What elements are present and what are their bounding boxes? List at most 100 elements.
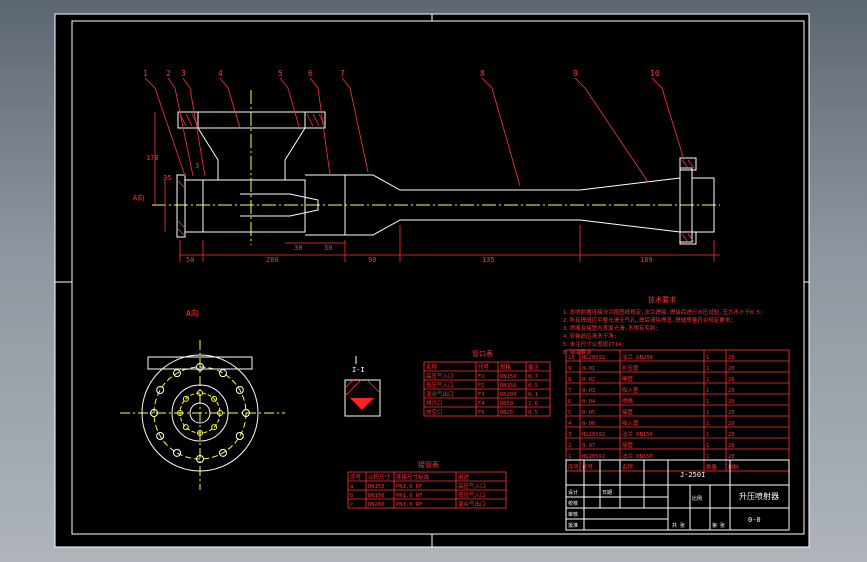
scale-label: 比例	[692, 495, 702, 502]
tech-req-title: 技术要求	[648, 295, 676, 304]
bom-cell: 20	[728, 432, 735, 438]
dim-30: 30	[294, 244, 302, 252]
dim-135: 135	[482, 256, 495, 264]
nozzle-table-cell: F5	[478, 410, 485, 416]
bore-circle	[189, 402, 211, 424]
diffuser	[579, 177, 681, 233]
nozzle-table-cell: 1.6	[528, 401, 538, 407]
end-view-a: A向	[120, 308, 285, 490]
part-label: 7	[340, 69, 345, 78]
bom-cell: 20	[728, 443, 735, 449]
bolt-hole	[211, 424, 218, 431]
dim-286: 286	[266, 256, 279, 264]
bom-cell: 6	[568, 399, 571, 405]
bolt-hole	[197, 390, 203, 396]
nozzle-table-cell: F3	[478, 392, 485, 398]
bom-cell: 20	[728, 366, 735, 372]
bom-cell: 代号	[582, 463, 594, 471]
part-label: 3	[181, 69, 186, 78]
bom-cell: 1	[706, 377, 709, 383]
right-flange-hatching	[681, 159, 695, 243]
drawing-sheet	[55, 14, 809, 547]
bom-cell: 接管	[622, 408, 634, 416]
technical-requirements: 技术要求 1.本喷射器连接法兰按图纸规定,法兰焊接,焊接后进行水压试验,压力不小…	[563, 295, 763, 356]
bom-frame	[565, 349, 790, 472]
bom-cell: 3	[568, 432, 571, 438]
bolt-hole	[235, 432, 244, 440]
tb-label: 共 张	[672, 522, 685, 529]
bom-cell: 20	[728, 355, 735, 361]
bolt-circle	[153, 366, 247, 460]
nozzle-table-cell: 代号	[478, 363, 490, 371]
connection-table-cell: 公称尺寸	[368, 473, 391, 481]
bom-cell: HG20592	[582, 454, 605, 460]
main-section-view: 1 2 3 4 5 6 7 8 9 10 50 286 90 135 189 3…	[133, 69, 720, 264]
dim-189: 189	[640, 256, 653, 264]
bolt-hole	[235, 386, 244, 394]
part-number-labels: 1 2 3 4 5 6 7 8 9 10	[143, 69, 660, 78]
converging-section	[345, 174, 430, 236]
section-hatching	[344, 379, 381, 397]
tb-label: 校核	[568, 500, 578, 507]
part-label: 2	[166, 69, 171, 78]
bom-cell: 0-04	[582, 399, 596, 405]
bom-cell: 20	[728, 421, 735, 427]
outer-bolt-holes	[150, 363, 250, 463]
part-label: 1	[143, 69, 148, 78]
title-block-frame	[565, 459, 790, 531]
bom-cell: 2	[568, 443, 571, 449]
connection-table-cell: a	[350, 484, 353, 490]
part-label: 10	[650, 69, 660, 78]
bom-cell: 20	[728, 399, 735, 405]
left-flange-neck	[184, 179, 204, 233]
bom-cell: 20	[728, 410, 735, 416]
dim-50: 50	[186, 256, 194, 264]
bom-cell: 4	[568, 421, 572, 427]
bom-cell: 0-07	[582, 443, 595, 449]
tech-req-line: 4.安装前应清洗干净;	[563, 332, 617, 340]
bom-cell: 法兰 DN150	[622, 430, 653, 438]
drawing-code: 0-0	[748, 516, 761, 524]
nozzle-table-cell: F1	[478, 374, 485, 380]
bom-cell: 1	[706, 443, 709, 449]
bolt-hole	[156, 432, 165, 440]
dim-35: 35	[163, 174, 171, 182]
bom-cell: 20	[728, 454, 735, 460]
top-flange-left	[177, 111, 199, 129]
outer-flange-circle	[141, 354, 259, 472]
tech-req-line: 6.涂漆要求	[563, 348, 592, 356]
bom-cell: 接管	[622, 441, 634, 449]
bom-cell: 材料	[728, 463, 740, 471]
dim-90: 90	[368, 256, 376, 264]
connection-table-cell: 连接尺寸标准	[396, 473, 430, 481]
bom-cell: 序号	[568, 463, 580, 471]
top-flange-outline	[147, 356, 253, 370]
bom-cell: 1	[706, 421, 709, 427]
bom-cell: 吸入室	[622, 386, 639, 394]
tb-label: 批准	[568, 522, 578, 529]
bolt-hole	[182, 395, 189, 402]
bolt-hole	[197, 430, 203, 436]
suction-pipe	[197, 127, 306, 180]
bolt-hole	[219, 369, 227, 378]
bom-cell: 喷嘴	[622, 397, 634, 405]
section-i-i: I-I	[344, 356, 381, 417]
nozzle-table-cell: DN150	[500, 383, 517, 389]
bom-cell: 1	[706, 355, 709, 361]
bom-cell: 1	[706, 366, 709, 372]
tech-req-line: 5.未注尺寸公差按IT14;	[563, 340, 625, 348]
inner-bolt-circle	[179, 392, 221, 434]
bolt-hole	[156, 386, 165, 394]
drawing-number: J-250I	[680, 471, 705, 479]
tb-label: 审核	[568, 511, 578, 518]
bom-cell: 法兰 DN150	[622, 452, 653, 460]
bom-cell: 9	[568, 366, 571, 372]
part-label: 9	[573, 69, 578, 78]
tb-label: 第 张	[712, 522, 725, 529]
connection-table-cell: PN1.6 RF	[396, 502, 423, 508]
nozzle-table-cell: 高压气入口	[426, 372, 454, 380]
